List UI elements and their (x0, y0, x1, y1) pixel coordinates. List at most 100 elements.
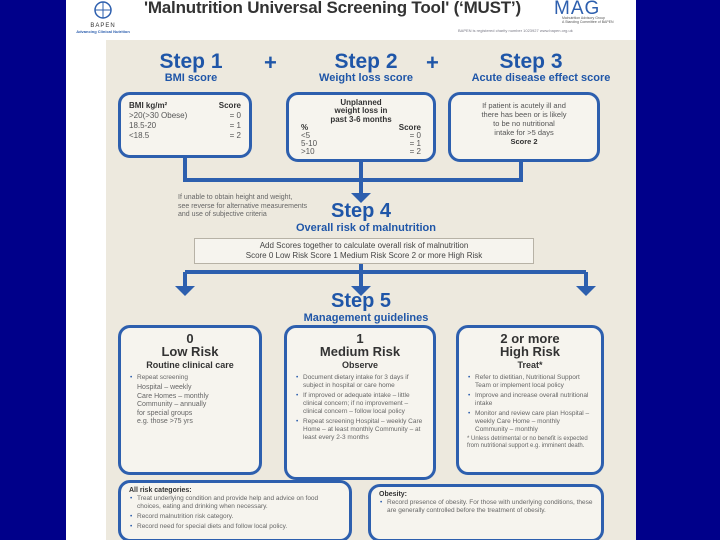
step2-subtitle: Weight loss score (319, 72, 413, 84)
weight-col-header: % (301, 123, 309, 132)
bmi-range: 18.5-20 (129, 121, 157, 130)
bapen-logo: BAPEN Advancing Clinical Nutrition (72, 0, 134, 34)
weight-range: 5-10 (301, 139, 318, 148)
medium-risk-item: Document dietary intake for 3 days if su… (296, 374, 425, 390)
medium-risk-item: Repeat screening Hospital – weekly Care … (296, 418, 425, 442)
medium-risk-score: 1 (356, 331, 364, 346)
plus-sign-1: + (264, 50, 277, 75)
header-small-print: BAPEN is registered charity number 10239… (458, 28, 573, 33)
low-risk-line-1: Hospital – weekly (137, 384, 192, 391)
medium-risk-care: Observe (341, 360, 379, 370)
bapen-tagline: Advancing Clinical Nutrition (76, 29, 130, 34)
acute-line-4: intake for >5 days (494, 128, 554, 137)
step4-line-2: Score 0 Low Risk Score 1 Medium Risk Sco… (245, 251, 483, 260)
obesity-item: Record presence of obesity. For those wi… (380, 499, 593, 515)
bmi-score-box: BMI kg/m² Score >20(>30 Obese) = 0 18.5-… (118, 92, 252, 158)
flow-connectors-top (175, 158, 596, 296)
step5-subtitle: Management guidelines (303, 312, 429, 324)
bmi-range: >20(>30 Obese) (129, 111, 188, 120)
low-risk-line-3: Community – annually (137, 401, 207, 408)
bmi-row: 18.5-20 = 1 (129, 121, 241, 131)
all-risk-item: Record need for special diets and follow… (130, 523, 341, 531)
acute-disease-box: If patient is acutely ill and there has … (448, 92, 600, 162)
mag-logo-text: MAG (554, 0, 601, 19)
acute-line-2: there has been or is likely (481, 110, 567, 119)
weight-score: = 0 (409, 131, 421, 140)
obesity-box: Obesity: Record presence of obesity. For… (368, 484, 604, 540)
obesity-list: Record presence of obesity. For those wi… (379, 499, 593, 515)
all-risk-item: Record malnutrition risk category. (130, 513, 341, 521)
step4-title: Step 4 (330, 200, 392, 222)
medium-risk-list: Document dietary intake for 3 days if su… (295, 374, 425, 442)
bmi-score: = 0 (229, 111, 241, 120)
high-risk-item: Refer to dietitian, Nutritional Support … (468, 374, 593, 390)
page-title: 'Malnutrition Universal Screening Tool' … (144, 0, 521, 17)
bapen-logo-text: BAPEN (90, 23, 116, 29)
high-risk-item: Improve and increase overall nutritional… (468, 392, 593, 408)
medium-risk-item: If improved or adequate intake – little … (296, 392, 425, 416)
bmi-score: = 1 (229, 121, 241, 130)
all-risk-heading: All risk categories: (129, 487, 192, 494)
must-poster: Step 1 BMI score + Step 2 Weight loss sc… (106, 40, 636, 540)
all-risk-list: Treat underlying condition and provide h… (129, 495, 341, 531)
low-risk-title: Low Risk (161, 344, 219, 359)
high-risk-score: 2 or more (500, 331, 560, 346)
weight-row: <5 = 0 (301, 132, 421, 140)
bmi-range: <18.5 (129, 131, 150, 140)
low-risk-item: Repeat screening (130, 374, 251, 382)
step4-subtitle: Overall risk of malnutrition (296, 222, 436, 234)
step4-score-box: Add Scores together to calculate overall… (194, 238, 534, 264)
weight-range: <5 (301, 131, 311, 140)
high-risk-box: 2 or more High Risk Treat* Refer to diet… (456, 325, 604, 475)
high-risk-list: Refer to dietitian, Nutritional Support … (467, 374, 593, 434)
plus-sign-2: + (426, 50, 439, 75)
mag-tagline-2: A Standing Committee of BAPEN (562, 20, 614, 24)
medium-risk-box: 1 Medium Risk Observe Document dietary i… (284, 325, 436, 480)
low-risk-score: 0 (186, 331, 194, 346)
weight-loss-title-1: Unplanned (340, 98, 382, 107)
all-risk-box: All risk categories: Treat underlying co… (118, 480, 352, 540)
bmi-row: >20(>30 Obese) = 0 (129, 111, 241, 121)
step3-title: Step 3 (499, 50, 563, 73)
step1-title: Step 1 (159, 50, 223, 73)
high-risk-title: High Risk (500, 344, 560, 359)
bmi-row: <18.5 = 2 (129, 131, 241, 141)
weight-row: 5-10 = 1 (301, 140, 421, 148)
bapen-emblem-icon (94, 1, 112, 19)
acute-line-1: If patient is acutely ill and (482, 101, 566, 110)
bmi-col-header: BMI kg/m² (129, 101, 168, 110)
step5-title: Step 5 (330, 290, 392, 312)
bmi-score: = 2 (229, 131, 241, 140)
high-risk-footnote: * Unless detrimental or no benefit is ex… (467, 436, 588, 449)
high-risk-care: Treat* (517, 360, 543, 370)
low-risk-care: Routine clinical care (146, 360, 234, 370)
side-note-line-2: see reverse for alternative measurements (178, 202, 308, 210)
weight-loss-box: Unplanned weight loss in past 3-6 months… (286, 92, 436, 162)
step2-title: Step 2 (334, 50, 398, 73)
all-risk-item: Treat underlying condition and provide h… (130, 495, 341, 511)
low-risk-line-5: e.g. those >75 yrs (137, 418, 193, 425)
weight-score-header: Score (398, 123, 421, 132)
weight-range: >10 (301, 147, 315, 156)
step3-subtitle: Acute disease effect score (471, 72, 611, 84)
acute-score: Score 2 (510, 137, 538, 146)
weight-row: >10 = 2 (301, 148, 421, 156)
step1-subtitle: BMI score (164, 72, 218, 84)
weight-score: = 2 (409, 147, 421, 156)
high-risk-item: Monitor and review care plan Hospital – … (468, 410, 593, 434)
bmi-score-header: Score (218, 101, 241, 110)
low-risk-line-2: Care Homes – monthly (137, 392, 209, 400)
side-note: If unable to obtain height and weight, s… (178, 194, 338, 220)
side-note-line-1: If unable to obtain height and weight, (178, 194, 293, 201)
weight-loss-title-3: past 3-6 months (330, 115, 392, 124)
acute-line-3: to be no nutritional (493, 119, 555, 128)
mag-logo: MAG Malnutrition Advisory Group A Standi… (554, 0, 636, 30)
weight-loss-title-2: weight loss in (334, 106, 388, 115)
medium-risk-title: Medium Risk (319, 344, 401, 359)
low-risk-line-4: for special groups (137, 409, 193, 417)
mag-tagline-1: Malnutrition Advisory Group (562, 16, 605, 20)
obesity-heading: Obesity: (379, 491, 408, 498)
step4-line-1: Add Scores together to calculate overall… (259, 241, 469, 250)
side-note-line-3: and use of subjective criteria (178, 211, 267, 218)
low-risk-list: Repeat screening (129, 374, 251, 382)
